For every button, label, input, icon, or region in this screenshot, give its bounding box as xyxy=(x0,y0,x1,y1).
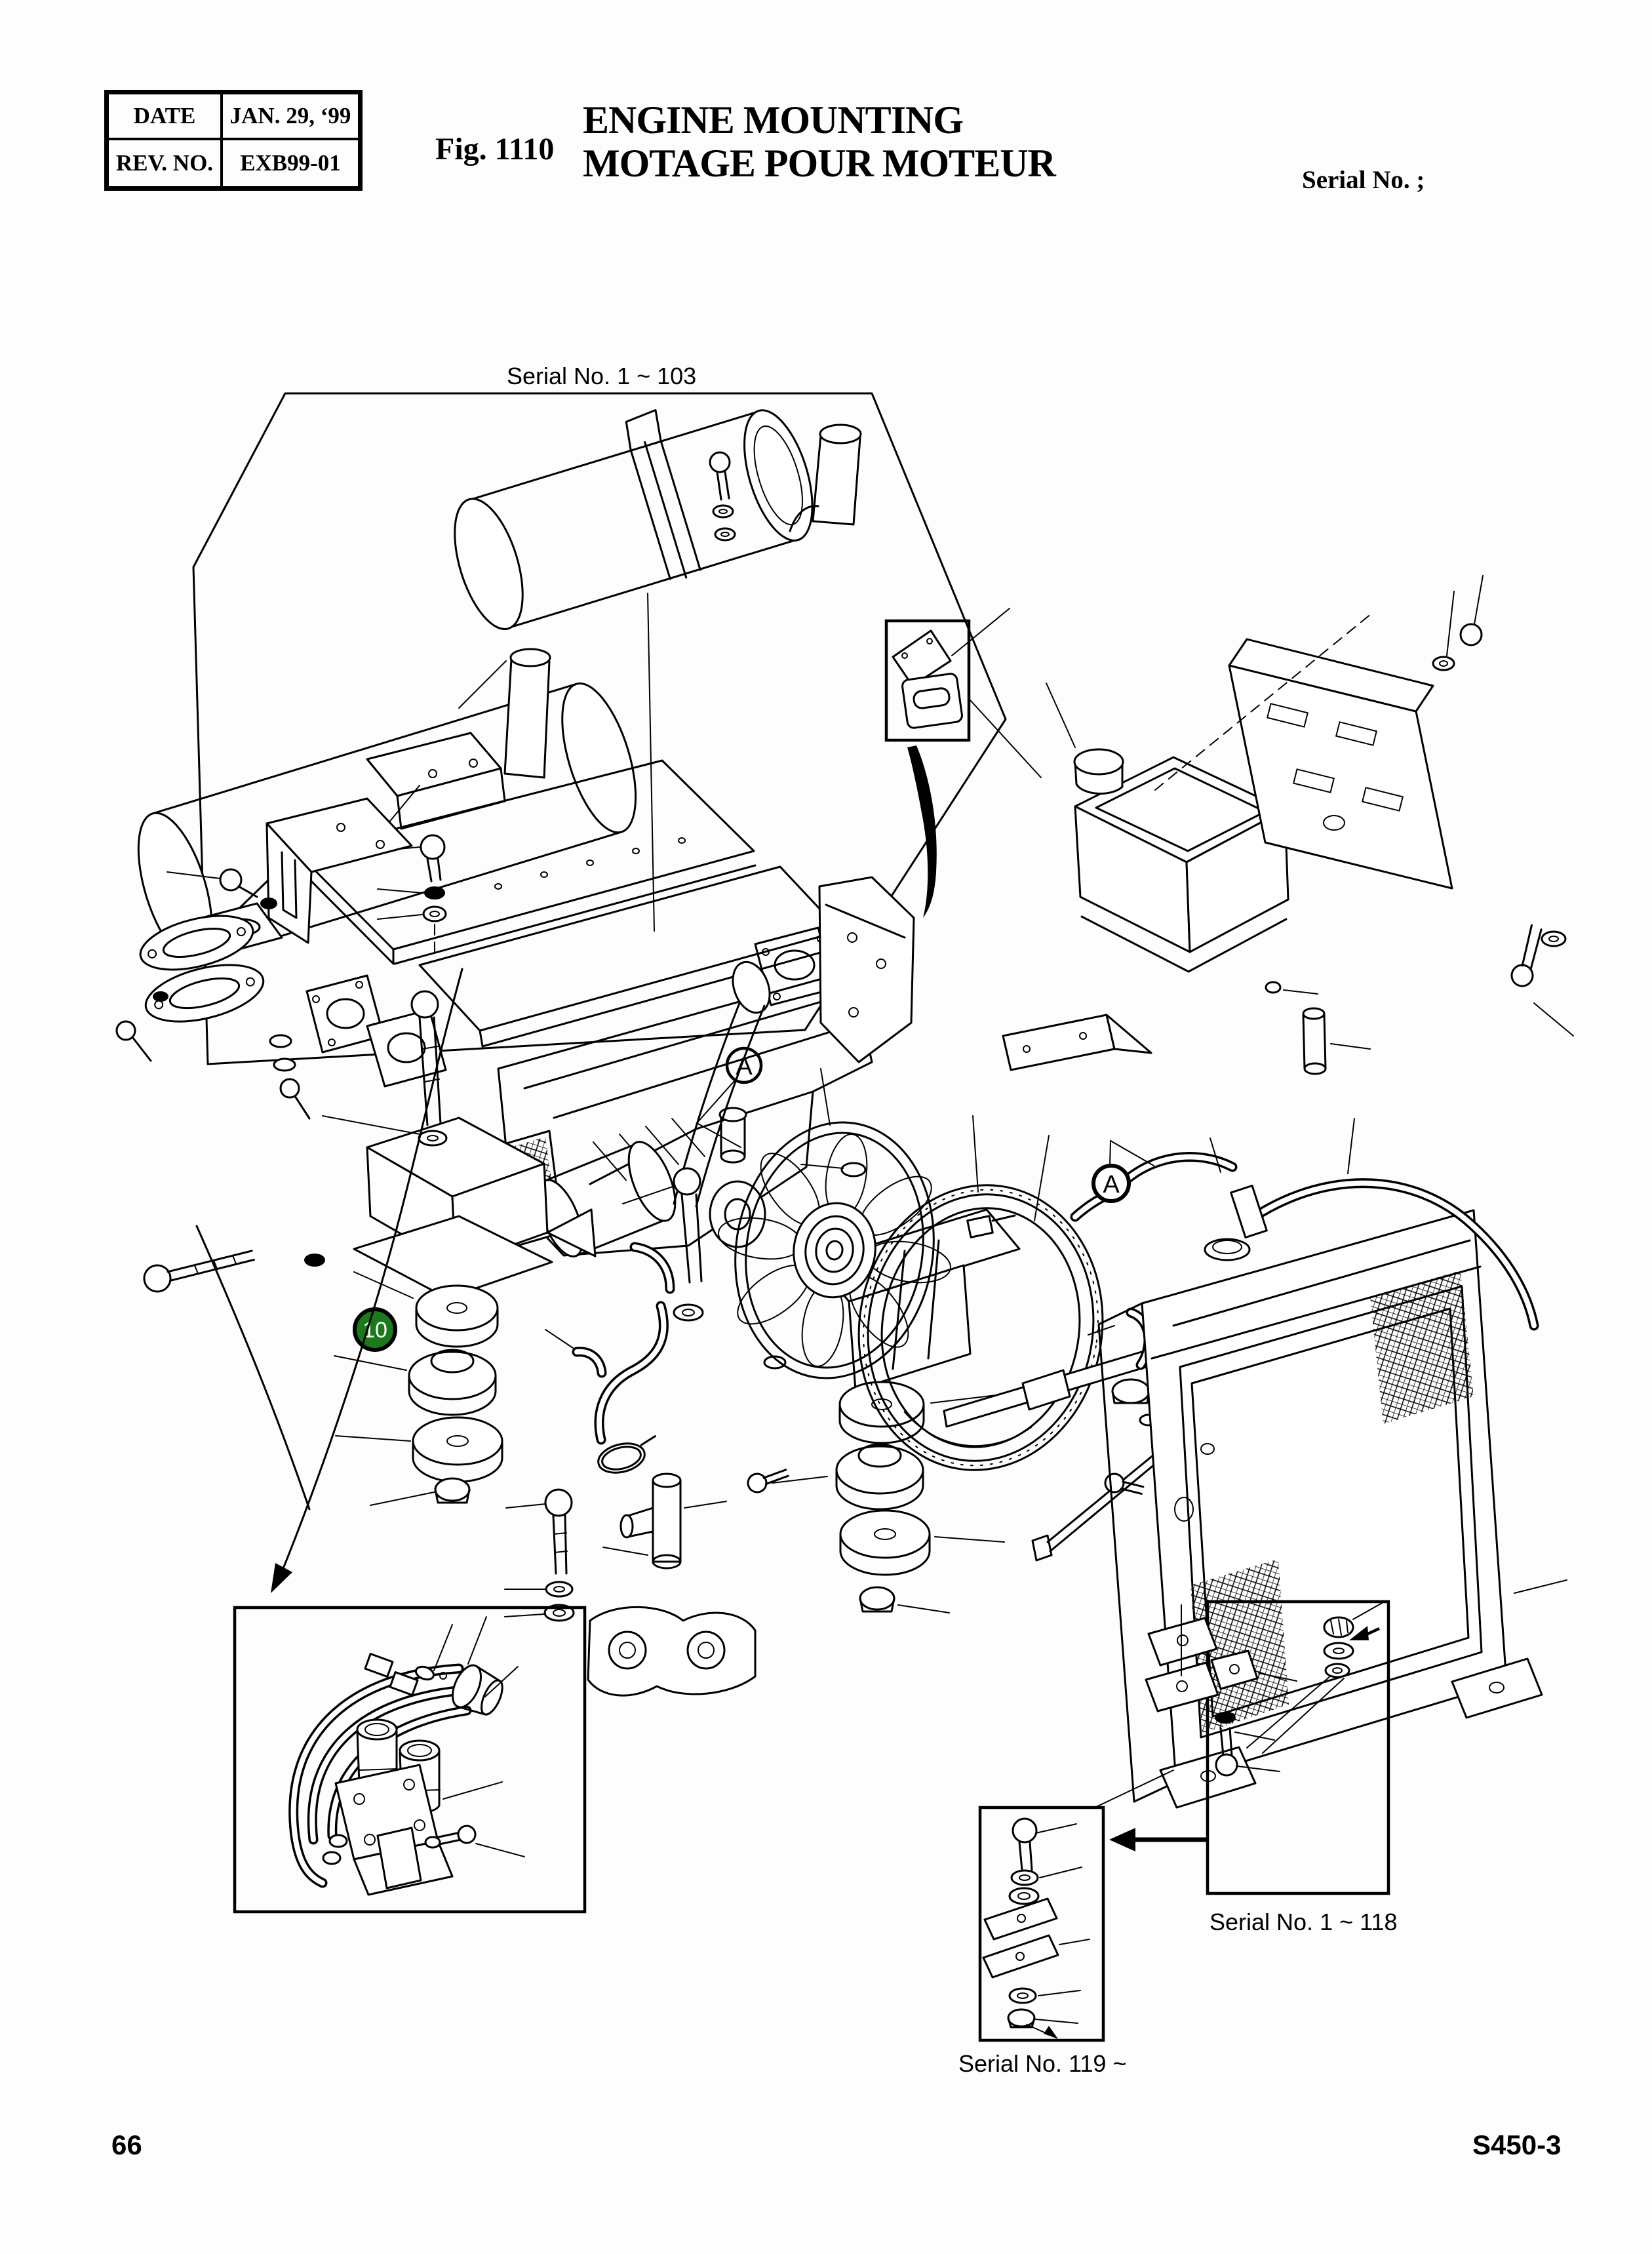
fan-group xyxy=(718,1068,1104,1471)
radiator-foot-plates xyxy=(1145,1604,1219,1712)
body-curve xyxy=(195,1225,311,1511)
title-english: ENGINE MOUNTING xyxy=(583,98,964,142)
rev-value: EXB99-01 xyxy=(240,150,341,176)
bar-bracket xyxy=(1021,1369,1071,1411)
leader-line xyxy=(647,593,655,932)
serial-range-bottom-label: Serial No. 119 ~ xyxy=(958,2050,1126,2077)
black-washer xyxy=(1215,1712,1236,1724)
serial-range-right-label: Serial No. 1 ~ 118 xyxy=(1210,1908,1398,1935)
left-engine-mount xyxy=(322,990,597,1299)
svg-text:A: A xyxy=(736,1053,753,1080)
leader-line xyxy=(1094,1770,1174,1808)
date-label: DATE xyxy=(109,94,223,140)
black-washer xyxy=(304,1254,325,1267)
document-code: S450-3 xyxy=(1472,2129,1562,2160)
shroud-clamp-screw xyxy=(966,1214,1016,1238)
callout-a2: A xyxy=(1092,1139,1154,1203)
leader-line xyxy=(820,1068,831,1126)
t-fitting xyxy=(602,1473,727,1570)
page-number: 66 xyxy=(111,2129,142,2160)
mount-plate-small xyxy=(1210,1650,1297,1690)
cooling-fan xyxy=(718,1121,951,1379)
figure-number: Fig. 1110 xyxy=(435,132,555,167)
leader-line xyxy=(1046,682,1076,748)
filter-inset-group xyxy=(233,1606,587,1914)
manifold-gaskets xyxy=(115,915,265,1062)
bracket-inset-box xyxy=(884,619,971,742)
leader-line xyxy=(1246,1675,1331,1749)
small-elbow-fittings xyxy=(545,1329,607,1378)
left-arrow xyxy=(1109,1828,1208,1851)
engine-mounting-plate xyxy=(297,759,757,965)
mount-bolt xyxy=(1215,1727,1280,1777)
muffler-bolt-washers xyxy=(709,451,736,542)
bolt-stack xyxy=(982,1817,1090,2039)
radiator-mount-box-group: Serial No. 1 ~ 118 xyxy=(1109,1600,1398,1935)
callout-10: 10 xyxy=(353,1307,397,1352)
leader-line xyxy=(1262,1678,1345,1754)
leader-line xyxy=(970,700,1042,778)
fan-belt xyxy=(673,960,771,1248)
right-isolator-stack xyxy=(772,1381,1005,1613)
hose-clamp xyxy=(597,1435,656,1474)
lower-muffler-pipe xyxy=(503,658,551,779)
callout-group: A A 10 xyxy=(271,968,1154,1593)
washer xyxy=(1323,1642,1354,1660)
mount-inset-box-right xyxy=(1206,1600,1390,1895)
lock-nut xyxy=(1323,1602,1384,1638)
side-bolt xyxy=(143,1250,255,1293)
mini-arrow xyxy=(1349,1626,1380,1640)
leader-line xyxy=(1034,1135,1050,1221)
reservoir-tank xyxy=(1073,748,1289,973)
fastener-cluster xyxy=(269,1034,311,1120)
rev-label: REV. NO. xyxy=(109,140,223,186)
shelf-fasteners xyxy=(1432,575,1574,1037)
muffler-mount-bracket xyxy=(366,732,506,830)
reservoir-group xyxy=(884,575,1574,1075)
upper-muffler xyxy=(454,409,814,631)
alignment-line xyxy=(1154,613,1372,791)
bracket-bolt xyxy=(167,868,277,909)
page-title: ENGINE MOUNTING MOTAGE POUR MOTEUR xyxy=(583,98,1056,185)
curved-arrow xyxy=(271,968,463,1593)
filter-inset-box xyxy=(233,1606,587,1914)
engine-assembly-group xyxy=(115,759,1152,1697)
gusset-bracket xyxy=(1002,1014,1152,1071)
date-value: JAN. 29, ‘99 xyxy=(223,94,358,140)
spacer-tube xyxy=(1265,981,1371,1075)
serial-note: Serial No. ; xyxy=(1302,166,1425,194)
swoosh-arrow xyxy=(907,745,937,918)
shelf-bracket xyxy=(1228,638,1453,890)
plate-bolt-column xyxy=(377,834,447,953)
hose-group xyxy=(545,1242,727,1570)
left-isolator-stack xyxy=(334,1271,503,1506)
svg-text:A: A xyxy=(1103,1171,1120,1198)
radiator-group xyxy=(943,1118,1567,1809)
radiator xyxy=(1097,1209,1567,1809)
leader-line xyxy=(458,660,507,709)
mount-box-bottom-group: Serial No. 119 ~ xyxy=(958,1770,1174,2077)
leader-line xyxy=(972,1115,979,1193)
inset-bracket-parts xyxy=(892,608,1010,729)
title-french: MOTAGE POUR MOTEUR xyxy=(583,142,1056,185)
engine-left-bracket xyxy=(266,797,413,944)
revision-table: DATE JAN. 29, ‘99 REV. NO. EXB99-01 xyxy=(104,90,363,191)
filter-fittings xyxy=(322,1616,525,1889)
engine-rear-bracket xyxy=(818,876,915,1063)
serial-range-top-label: Serial No. 1 ~ 103 xyxy=(507,363,696,389)
muffler-region-outline xyxy=(192,392,1007,1065)
callout-a1: A xyxy=(696,1046,763,1148)
upper-muffler-chimney xyxy=(812,434,861,526)
square-flanges xyxy=(305,974,447,1088)
mount-inset-box-bottom xyxy=(978,1806,1105,2042)
washer xyxy=(1324,1663,1350,1678)
